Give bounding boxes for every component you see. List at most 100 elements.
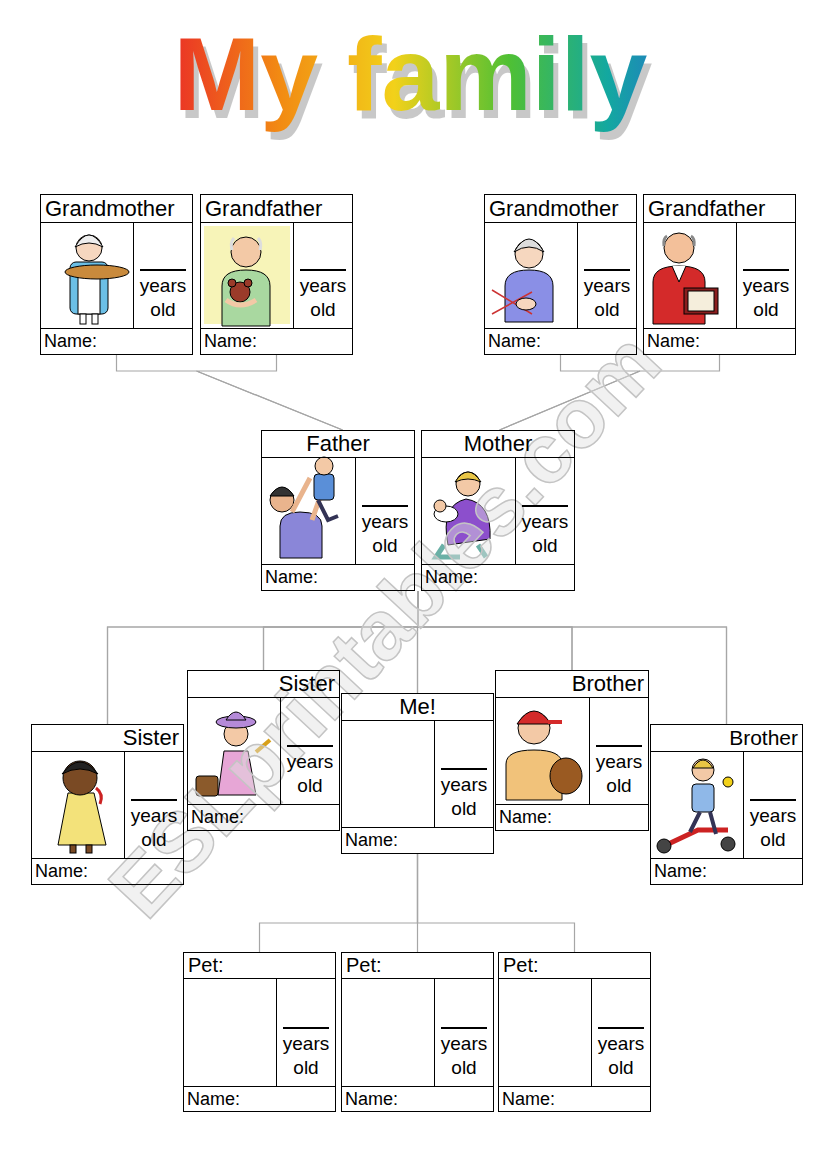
name-field: Name:: [262, 564, 414, 590]
name-field: Name:: [485, 328, 636, 354]
age-blank-line: [441, 768, 487, 770]
family-card: Grandmother years oldName:: [40, 194, 193, 355]
picture-area: [644, 223, 736, 328]
age-label: years old: [134, 274, 192, 322]
card-body: years old: [644, 223, 795, 328]
age-label: years old: [737, 274, 795, 322]
family-card: Pet:years oldName:: [183, 952, 336, 1112]
picture-area: [342, 721, 434, 827]
name-field: Name:: [496, 804, 648, 830]
grandfather-picture: [204, 226, 290, 326]
age-blank-line: [750, 799, 796, 801]
family-card: Pet:years oldName:: [341, 952, 494, 1112]
age-blank-line: [131, 799, 177, 801]
picture-area: [184, 979, 276, 1086]
card-heading: Brother: [496, 671, 648, 698]
family-card: Sister years oldName:: [31, 724, 184, 885]
age-label: years old: [590, 750, 648, 798]
card-body: years old: [41, 223, 192, 328]
age-blank-line: [522, 505, 568, 507]
brother-picture: [506, 711, 582, 800]
picture-area: [41, 223, 133, 328]
name-field: Name:: [342, 1086, 493, 1111]
name-field: Name:: [342, 827, 493, 853]
sister-picture: [58, 761, 106, 853]
family-card: Brother years oldName:: [495, 670, 649, 831]
card-heading: Pet:: [184, 953, 335, 979]
card-heading: Me!: [342, 694, 493, 721]
age-blank-line: [743, 269, 789, 271]
age-column: years old: [355, 458, 414, 564]
card-heading: Grandmother: [485, 195, 636, 223]
grandmother-picture: [492, 239, 553, 322]
father-picture: [270, 457, 338, 558]
age-label: years old: [125, 804, 183, 852]
card-heading: Grandfather: [201, 195, 352, 223]
grandfather-picture: [653, 233, 718, 324]
age-column: years old: [276, 979, 335, 1086]
age-column: years old: [434, 721, 493, 827]
picture-area: [342, 979, 434, 1086]
age-label: years old: [277, 1032, 335, 1080]
picture-area: [188, 698, 280, 804]
age-label: years old: [281, 750, 339, 798]
age-label: years old: [294, 274, 352, 322]
age-column: years old: [434, 979, 493, 1086]
age-label: years old: [356, 510, 414, 558]
card-body: years old: [201, 223, 352, 328]
family-card: Me!years oldName:: [341, 693, 494, 854]
name-field: Name:: [644, 328, 795, 354]
card-heading: Grandmother: [41, 195, 192, 223]
connector-line: [197, 355, 343, 430]
age-blank-line: [362, 505, 408, 507]
age-column: years old: [743, 752, 802, 858]
age-label: years old: [592, 1032, 650, 1080]
age-column: years old: [515, 458, 574, 564]
age-column: years old: [124, 752, 183, 858]
family-card: Father years oldName:: [261, 430, 415, 591]
card-heading: Sister: [32, 725, 183, 752]
picture-area: [262, 458, 355, 564]
family-card: Brotheryears oldName:: [650, 724, 803, 885]
card-heading: Brother: [651, 725, 802, 752]
card-body: years old: [188, 698, 339, 804]
age-column: years old: [133, 223, 192, 328]
name-field: Name:: [422, 564, 574, 590]
page-title: My family: [0, 14, 821, 134]
age-column: years old: [589, 698, 648, 804]
picture-area: [485, 223, 577, 328]
card-heading: Sister: [188, 671, 339, 698]
family-card: Grandfatheryears oldName:: [200, 194, 353, 355]
age-column: years old: [591, 979, 650, 1086]
age-blank-line: [598, 1027, 644, 1029]
card-body: years old: [496, 698, 648, 804]
connector-line: [260, 854, 418, 952]
name-field: Name:: [188, 804, 339, 830]
age-label: years old: [516, 510, 574, 558]
family-card: Pet: years oldName:: [498, 952, 651, 1112]
card-body: years old: [342, 721, 493, 827]
card-heading: Pet:: [342, 953, 493, 979]
family-card: Grandfatheryears oldName:: [643, 194, 796, 355]
card-body: years old: [32, 752, 183, 858]
card-heading: Mother: [422, 431, 574, 458]
picture-area: [496, 698, 589, 804]
age-label: years old: [744, 804, 802, 852]
age-blank-line: [441, 1027, 487, 1029]
age-blank-line: [287, 745, 333, 747]
family-card: Sister years oldName:: [187, 670, 340, 831]
family-card: Grandmotheryears oldName:: [484, 194, 637, 355]
age-column: years old: [280, 698, 339, 804]
card-heading: Pet:: [499, 953, 650, 979]
picture-area: [499, 979, 591, 1086]
card-body: years old: [342, 979, 493, 1086]
name-field: Name:: [32, 858, 183, 884]
card-body: years old: [485, 223, 636, 328]
connector-line: [418, 854, 575, 952]
age-column: years old: [577, 223, 636, 328]
name-field: Name:: [499, 1086, 650, 1111]
card-heading: Father: [262, 431, 414, 458]
connector-line: [117, 355, 343, 430]
name-field: Name:: [41, 328, 192, 354]
